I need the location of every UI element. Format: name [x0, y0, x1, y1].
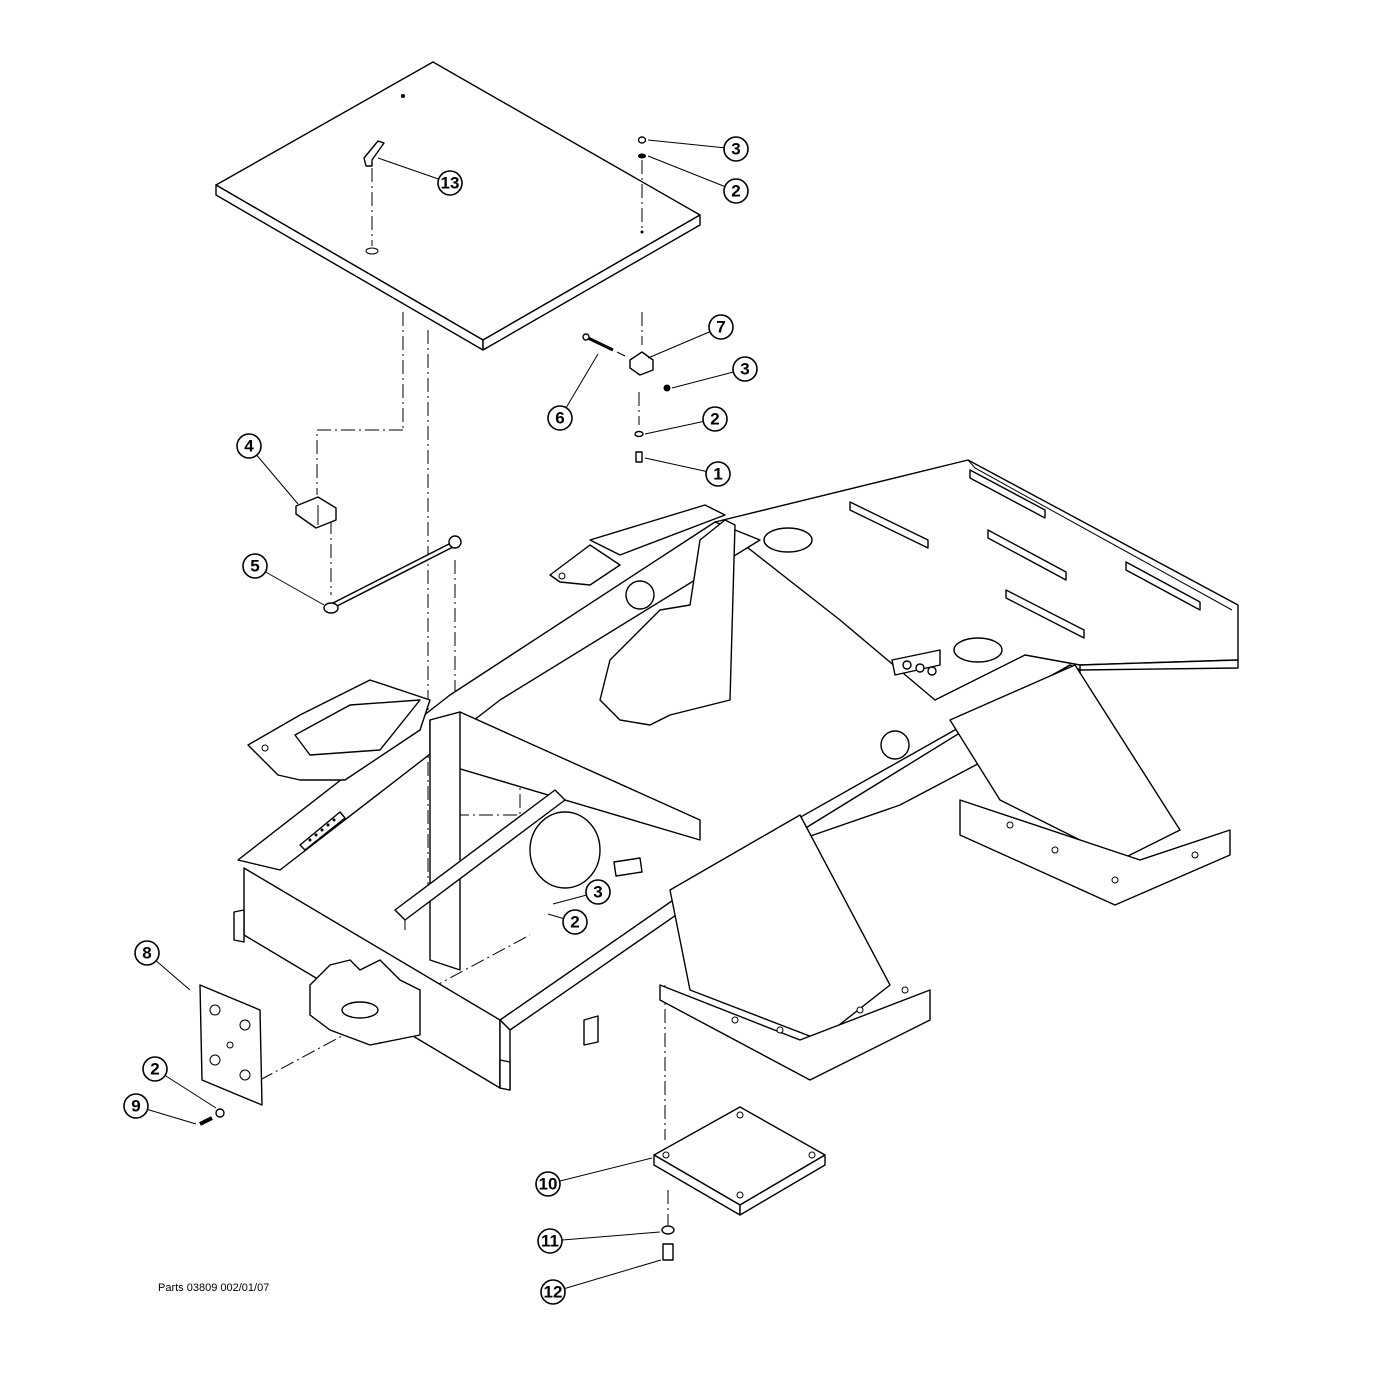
svg-text:12: 12: [544, 1283, 563, 1302]
rack-bars: [849, 469, 1201, 639]
svg-text:2: 2: [710, 410, 719, 429]
callout-3: 3: [585, 879, 611, 905]
svg-text:4: 4: [244, 437, 254, 456]
slot-holes: [308, 818, 336, 842]
callout-2: 2: [723, 178, 749, 204]
callout-6: 6: [547, 405, 573, 431]
svg-text:10: 10: [539, 1175, 558, 1194]
svg-text:1: 1: [713, 465, 722, 484]
callout-2: 2: [562, 909, 588, 935]
bottom-cover-plate: [653, 1106, 826, 1216]
svg-text:6: 6: [555, 409, 564, 428]
svg-text:3: 3: [593, 883, 602, 902]
callout-13: 13: [437, 170, 463, 196]
cover-plate: [215, 61, 701, 351]
bracket-part: [295, 496, 337, 529]
bottom-hardware: [661, 1225, 675, 1261]
svg-text:2: 2: [570, 913, 579, 932]
callout-5: 5: [242, 553, 268, 579]
callout-4: 4: [236, 433, 262, 459]
main-frame: [233, 459, 1239, 1091]
callout-3: 3: [723, 136, 749, 162]
callout-2: 2: [702, 406, 728, 432]
latch-handle-part: [363, 140, 385, 246]
callout-7: 7: [708, 314, 734, 340]
svg-text:5: 5: [250, 557, 259, 576]
svg-text:3: 3: [731, 140, 740, 159]
mounting-plate-part: [199, 984, 263, 1106]
callout-12: 12: [540, 1279, 566, 1305]
callout-8: 8: [134, 940, 160, 966]
hardware-top: [637, 136, 647, 159]
svg-text:7: 7: [716, 318, 725, 337]
svg-text:3: 3: [740, 360, 749, 379]
svg-text:8: 8: [142, 944, 151, 963]
clamp-assembly: [582, 333, 671, 463]
svg-text:2: 2: [731, 182, 740, 201]
support-rod-part: [323, 535, 462, 614]
drawing-caption: Parts 03809 002/01/07: [158, 1282, 270, 1294]
callout-3: 3: [732, 356, 758, 382]
svg-text:9: 9: [131, 1097, 140, 1116]
svg-text:13: 13: [441, 174, 460, 193]
callout-9: 9: [123, 1093, 149, 1119]
callout-1: 1: [705, 461, 731, 487]
svg-text:11: 11: [541, 1232, 559, 1251]
callout-11: 11: [537, 1228, 563, 1254]
callouts: 1 2 2 2 2 3 3 3 4 5 6 7 8 9 10 11 12 13: [123, 136, 758, 1305]
callout-10: 10: [535, 1171, 561, 1197]
bolt-washer-lower-left: [199, 1108, 225, 1126]
svg-text:2: 2: [150, 1060, 159, 1079]
callout-2: 2: [142, 1056, 168, 1082]
